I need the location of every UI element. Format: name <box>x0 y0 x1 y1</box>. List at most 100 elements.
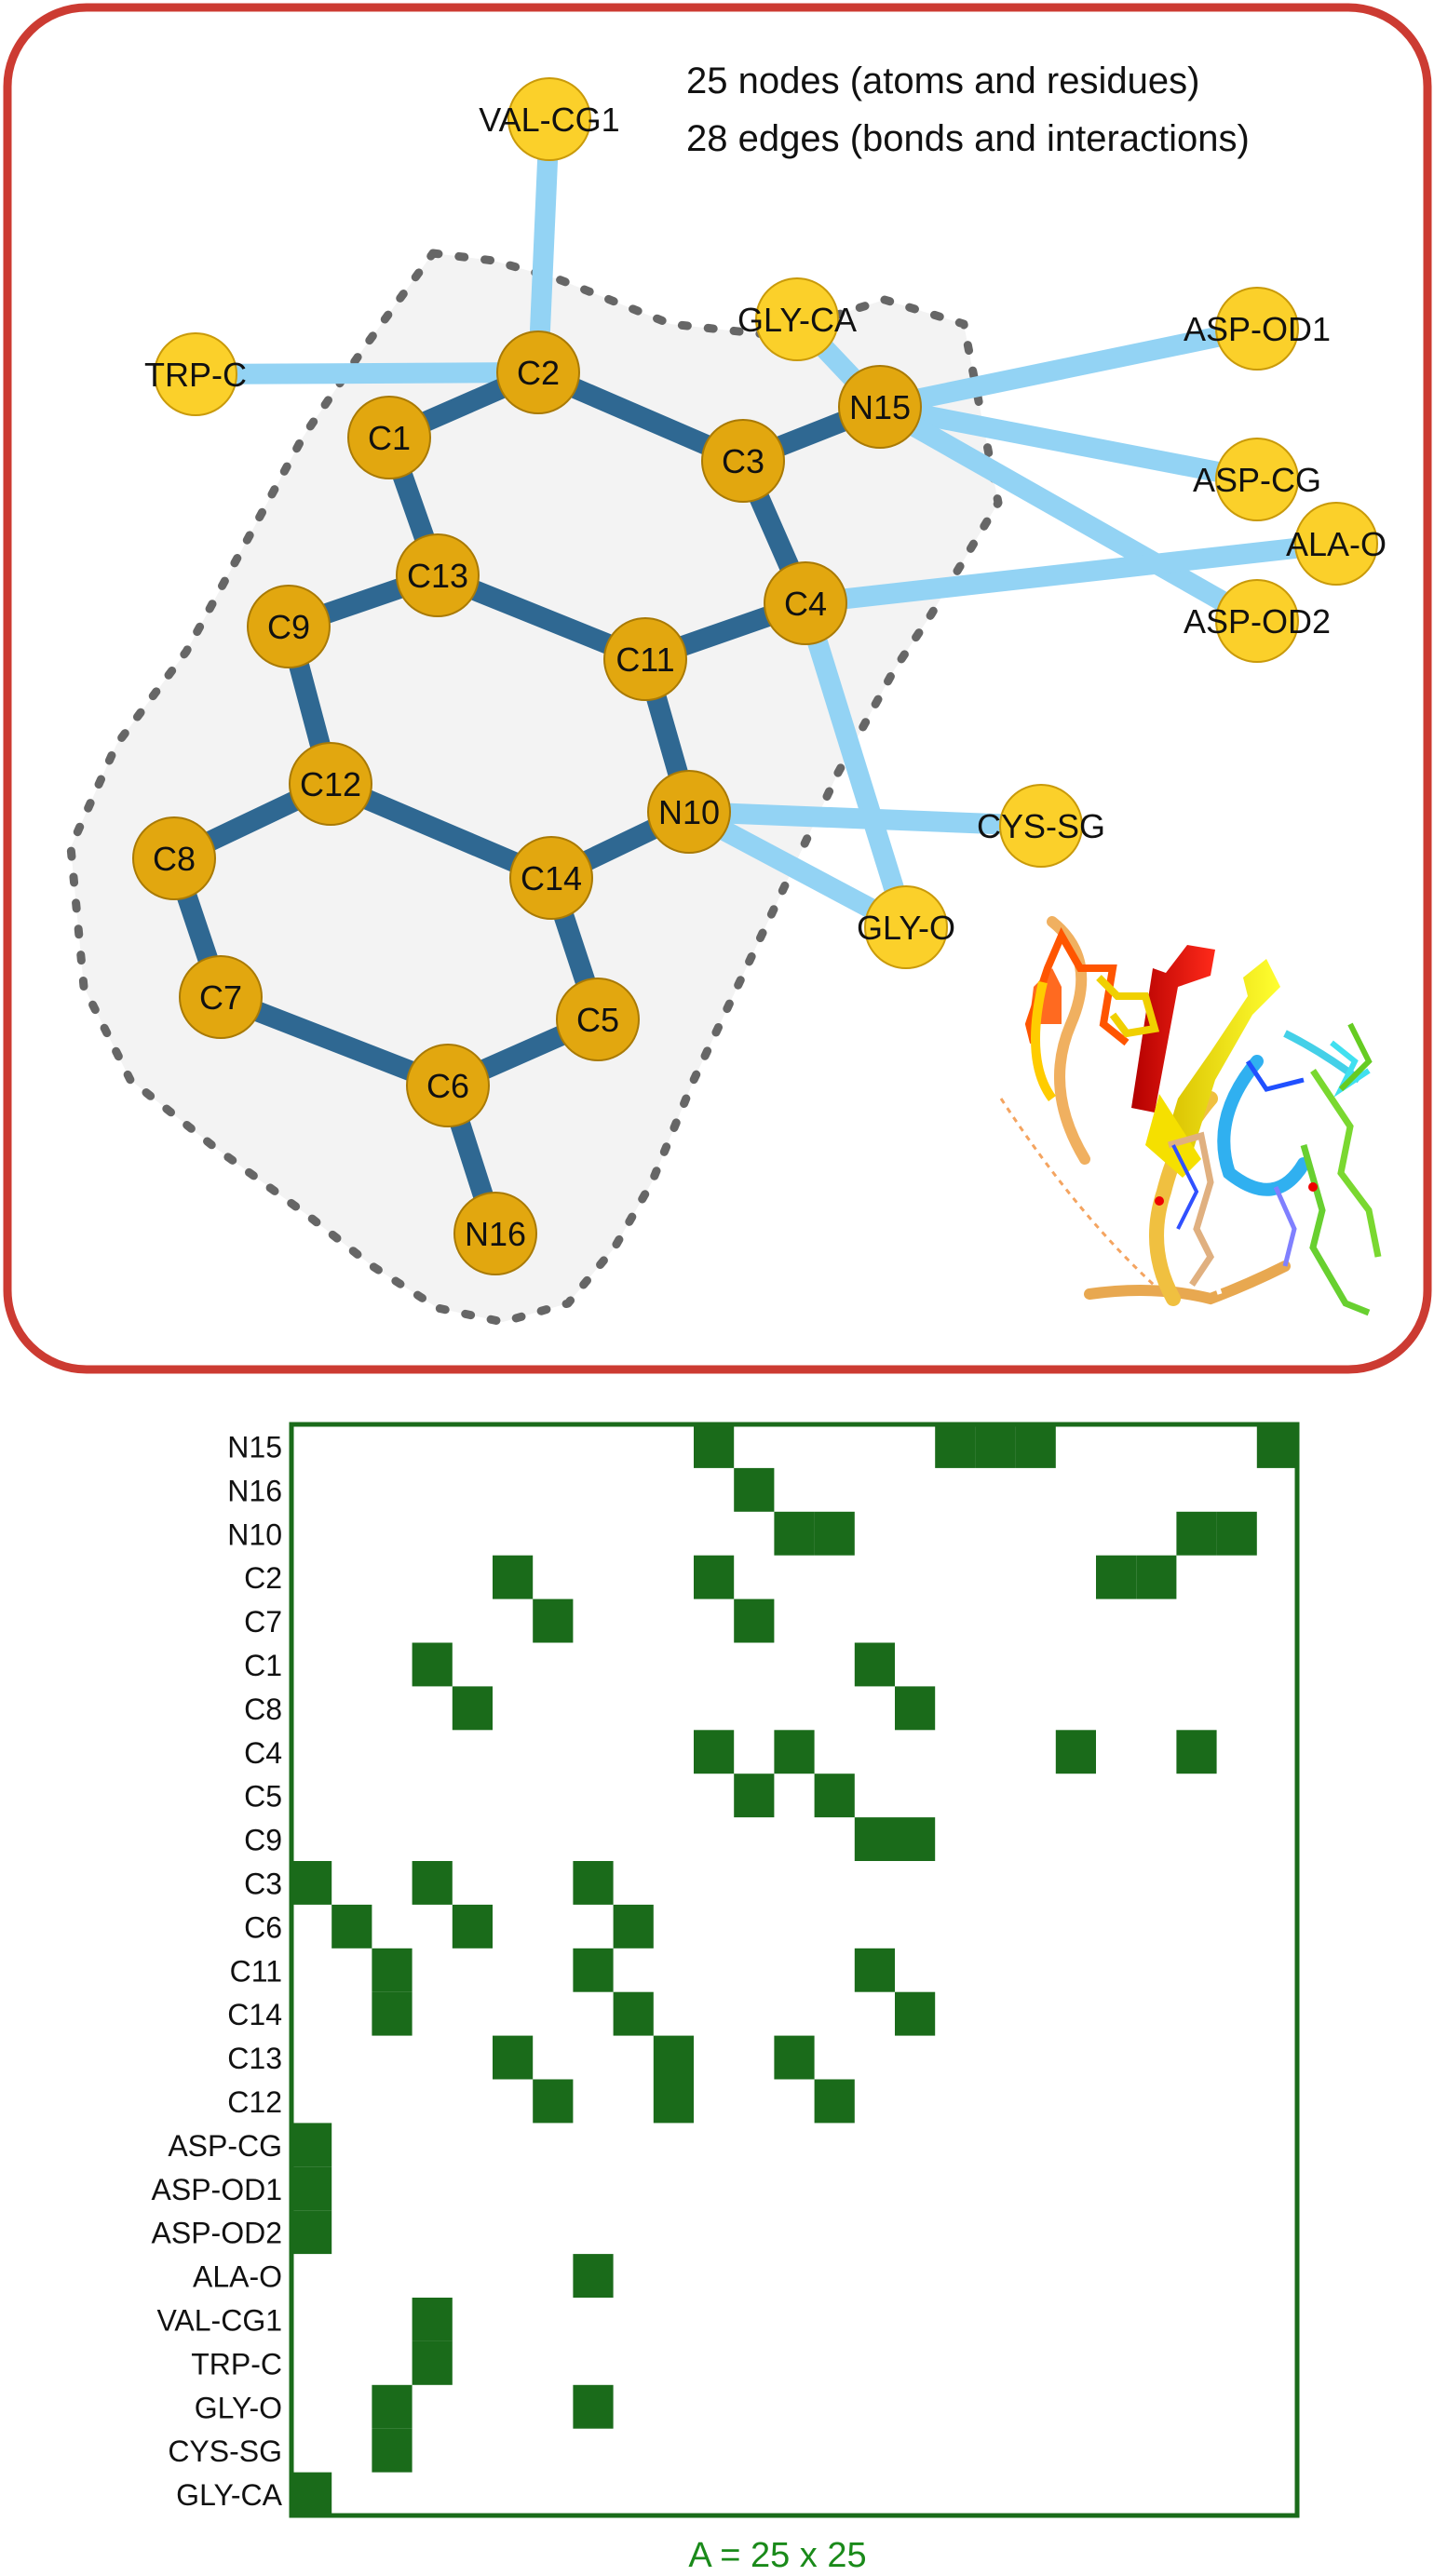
node-circle <box>347 396 431 479</box>
interaction-edge-c4-ala-o <box>804 533 1338 614</box>
matrix-cell-c2-c3 <box>694 1555 735 1599</box>
node-label: C14 <box>521 859 582 897</box>
matrix-row-label-c11: C11 <box>230 1954 282 1988</box>
matrix-cell-n10-c14 <box>814 1511 855 1556</box>
matrix-row-label-c14: C14 <box>227 1998 282 2031</box>
matrix-cell-val-cg1-c2 <box>412 2298 453 2341</box>
node-asp-cg: ASP-CG <box>1193 438 1321 521</box>
node-circle <box>647 770 731 854</box>
node-circle <box>154 332 237 416</box>
node-c1: C1 <box>347 396 431 479</box>
matrix-cell-n16-c6 <box>734 1467 775 1512</box>
node-label: N15 <box>849 388 911 426</box>
node-c12: C12 <box>289 742 372 826</box>
matrix-cell-c2-trp-c <box>1136 1555 1177 1599</box>
matrix-row-label-c7: C7 <box>244 1605 282 1639</box>
adjacency-matrix-frame <box>289 1422 1300 2518</box>
node-count-text: 25 nodes (atoms and residues) <box>686 61 1199 101</box>
matrix-row-label-cys-sg: CYS-SG <box>168 2434 282 2468</box>
matrix-cell-ala-o-c4 <box>573 2254 614 2298</box>
interaction-edge-c4-gly-o <box>795 600 916 931</box>
matrix-cell-c14-n10 <box>372 1991 413 2036</box>
node-c14: C14 <box>509 836 593 920</box>
matrix-cell-c14-c12 <box>895 1991 936 2036</box>
matrix-cell-c8-c7 <box>452 1686 493 1731</box>
matrix-cell-c11-c4 <box>573 1948 614 1992</box>
node-label: C8 <box>153 840 196 878</box>
node-circle <box>1294 502 1378 586</box>
matrix-cell-c6-n16 <box>331 1904 372 1949</box>
node-asp-od2: ASP-OD2 <box>1184 579 1331 663</box>
matrix-row-label-asp-od1: ASP-OD1 <box>152 2173 282 2206</box>
matrix-cell-n10-gly-o <box>1176 1511 1217 1556</box>
node-val-cg1: VAL-CG1 <box>479 77 620 161</box>
node-label: CYS-SG <box>977 807 1105 845</box>
matrix-row-label-c13: C13 <box>227 2042 282 2075</box>
node-circle <box>453 1192 537 1275</box>
matrix-row-label-n16: N16 <box>227 1474 282 1507</box>
node-label: VAL-CG1 <box>479 101 619 139</box>
node-cys-sg: CYS-SG <box>977 784 1105 868</box>
matrix-cell-c7-c8 <box>533 1598 574 1643</box>
matrix-cell-gly-o-c4 <box>573 2384 614 2429</box>
matrix-cell-trp-c-c2 <box>412 2340 453 2385</box>
edge-count-text: 28 edges (bonds and interactions) <box>686 118 1250 159</box>
node-n15: N15 <box>838 365 922 449</box>
matrix-cell-c11-n10 <box>372 1948 413 1992</box>
matrix-cell-n15-asp-od1 <box>975 1424 1016 1468</box>
node-circle <box>289 742 372 826</box>
interaction-edge-c2-val-cg1 <box>528 118 560 373</box>
matrix-cell-gly-o-n10 <box>372 2384 413 2429</box>
node-c2: C2 <box>496 330 580 414</box>
node-c11: C11 <box>603 617 687 701</box>
node-circle <box>701 419 785 503</box>
node-label: C3 <box>722 442 764 480</box>
node-circle <box>496 330 580 414</box>
interaction-edge-n10-cys-sg <box>688 802 1042 836</box>
node-circle <box>179 955 263 1039</box>
matrix-row-label-gly-o: GLY-O <box>195 2391 282 2424</box>
node-label: ALA-O <box>1286 525 1387 563</box>
matrix-cell-c1-c2 <box>412 1642 453 1687</box>
matrix-cell-c5-c6 <box>734 1774 775 1818</box>
matrix-cell-c4-c11 <box>774 1730 815 1774</box>
matrix-cell-asp-od2-n15 <box>291 2210 332 2255</box>
node-circle <box>603 617 687 701</box>
node-label: C5 <box>576 1001 619 1039</box>
node-c5: C5 <box>556 978 640 1061</box>
node-circle <box>755 277 839 361</box>
node-label: C11 <box>616 641 674 679</box>
node-label: GLY-O <box>857 909 955 947</box>
matrix-cell-c8-c12 <box>895 1686 936 1731</box>
interaction-edge-c2-trp-c <box>195 362 539 384</box>
node-circle <box>507 77 591 161</box>
node-n16: N16 <box>453 1192 537 1275</box>
interaction-edge-n15-asp-od1 <box>877 318 1260 417</box>
matrix-cell-c6-c7 <box>452 1904 493 1949</box>
node-circle <box>406 1044 490 1127</box>
matrix-row-label-c5: C5 <box>244 1780 282 1814</box>
node-circle <box>1215 438 1299 521</box>
matrix-row-label-c6: C6 <box>244 1910 282 1944</box>
matrix-caption: A = 25 x 25 <box>688 2536 866 2575</box>
node-circle <box>1215 287 1299 371</box>
matrix-cell-c13-c9 <box>653 2035 694 2080</box>
matrix-row-label-val-cg1: VAL-CG1 <box>156 2303 282 2337</box>
node-label: C1 <box>368 419 411 457</box>
matrix-cell-c9-c13 <box>854 1817 895 1861</box>
adjacency-matrix-cells <box>291 1424 1297 2516</box>
interaction-edge-n15-asp-cg <box>877 397 1260 490</box>
matrix-row-label-n10: N10 <box>227 1517 282 1551</box>
matrix-cell-c3-n15 <box>291 1861 332 1905</box>
node-label: N10 <box>658 793 720 831</box>
matrix-row-label-c1: C1 <box>244 1649 282 1682</box>
node-label: TRP-C <box>144 356 247 394</box>
adjacency-matrix-row-labels: N15N16N10C2C7C1C8C4C5C9C3C6C11C14C13C12A… <box>152 1430 283 2512</box>
node-c9: C9 <box>247 585 331 668</box>
node-gly-ca: GLY-CA <box>737 277 857 361</box>
node-circle <box>1215 579 1299 663</box>
node-c7: C7 <box>179 955 263 1039</box>
node-c3: C3 <box>701 419 785 503</box>
matrix-row-label-asp-cg: ASP-CG <box>168 2129 282 2163</box>
matrix-cell-c1-c13 <box>854 1642 895 1687</box>
